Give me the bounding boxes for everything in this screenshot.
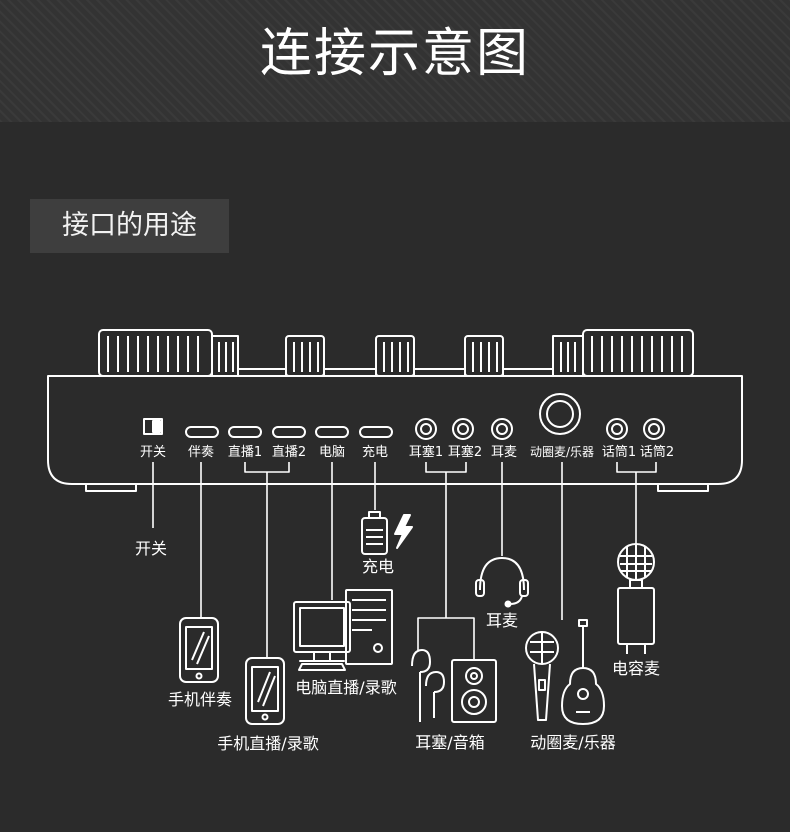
dynamic-mic-icon <box>525 631 559 721</box>
label-phone-live: 手机直播/录歌 <box>217 734 318 753</box>
pc-port-icon <box>315 426 349 438</box>
connector-lines <box>152 462 657 660</box>
header-band: 连接示意图 <box>0 0 790 122</box>
switch-port-icon <box>143 418 163 435</box>
port-label-switch: 开关 <box>140 445 166 460</box>
label-phone-accompany: 手机伴奏 <box>168 690 232 709</box>
knob-left <box>98 329 239 377</box>
port-label-earbud1: 耳塞1 <box>409 444 443 460</box>
label-headset: 耳麦 <box>486 611 518 630</box>
condenser-mic-icon <box>617 543 655 654</box>
port-label-mic1: 话筒1 <box>602 444 636 460</box>
mic1-jack-icon <box>606 418 628 440</box>
section-subtitle: 接口的用途 <box>62 210 197 241</box>
device-foot-left <box>85 483 137 492</box>
live1-port-icon <box>228 426 262 438</box>
knob-2 <box>285 335 325 377</box>
port-label-charge: 充电 <box>362 444 388 460</box>
phone-accompany-icon <box>179 617 219 683</box>
charge-port-icon <box>359 426 393 438</box>
port-label-accompany: 伴奏 <box>188 445 214 460</box>
device-body <box>47 375 743 485</box>
headset-icon <box>475 557 529 608</box>
label-charge: 充电 <box>362 557 394 576</box>
port-label-headset: 耳麦 <box>491 445 517 460</box>
phone-live-icon <box>245 657 285 725</box>
port-label-pc: 电脑 <box>319 445 345 460</box>
combo-jack-icon <box>539 393 581 435</box>
port-label-earbud2: 耳塞2 <box>448 444 482 460</box>
knob-right <box>552 329 694 377</box>
device-foot-right <box>657 483 709 492</box>
earphone-icon <box>411 649 445 722</box>
label-switch: 开关 <box>135 539 167 558</box>
accompany-port-icon <box>185 426 219 438</box>
label-dynamic-instrument: 动圈麦/乐器 <box>530 733 615 752</box>
live2-port-icon <box>272 426 306 438</box>
mic2-jack-icon <box>643 418 665 440</box>
pc-icon <box>293 589 393 671</box>
port-label-combo: 动圈麦/乐器 <box>530 445 594 459</box>
knob-4 <box>464 335 504 377</box>
battery-icon <box>361 511 388 555</box>
earbud1-jack-icon <box>415 418 437 440</box>
speaker-icon <box>451 659 497 723</box>
port-label-live1: 直播1 <box>228 445 262 460</box>
label-earphone-speaker: 耳塞/音箱 <box>415 733 484 752</box>
port-label-mic2: 话筒2 <box>640 444 674 460</box>
knob-3 <box>375 335 415 377</box>
page-title: 连接示意图 <box>259 24 530 84</box>
earbud2-jack-icon <box>452 418 474 440</box>
subtitle-box: 接口的用途 <box>30 199 229 253</box>
headset-jack-icon <box>491 418 513 440</box>
lightning-icon <box>394 514 413 549</box>
port-label-live2: 直播2 <box>272 445 306 460</box>
label-condenser-mic: 电容麦 <box>612 659 660 678</box>
guitar-icon <box>561 619 605 725</box>
label-pc-live: 电脑直播/录歌 <box>295 678 396 697</box>
